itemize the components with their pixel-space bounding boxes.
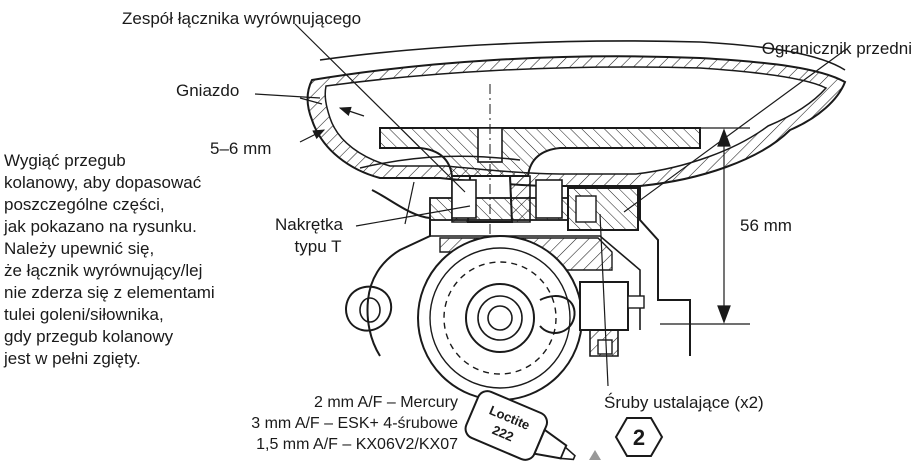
instruction-line: że łącznik wyrównujący/lej [4, 261, 203, 280]
hex-key-sizes: 2 mm A/F – Mercury 3 mm A/F – ESK+ 4-śru… [168, 392, 458, 455]
instruction-line: poszczególne części, [4, 195, 165, 214]
loctite-bottle-icon: Loctite 222 [464, 390, 576, 461]
front-stop-label: Ogranicznik przedni [761, 39, 912, 58]
instruction-line: jest w pełni zgięty. [4, 349, 141, 368]
cylinder-housing [579, 281, 645, 357]
instruction-line: tulei goleni/siłownika, [4, 305, 164, 324]
instruction-line: Należy upewnić się, [4, 239, 155, 258]
step-number: 2 [633, 425, 645, 450]
set-screws-label: Śruby ustalające (x2) [604, 393, 764, 412]
instruction-line: kolanowy, aby dopasować [4, 173, 202, 192]
height-label: 56 mm [740, 216, 792, 235]
t-nut-label: Nakrętka typu T [258, 214, 360, 258]
assembly-label: Zespół łącznika wyrównującego [122, 9, 362, 28]
hex-key-line: 2 mm A/F – Mercury [313, 394, 458, 411]
side-links [345, 285, 576, 334]
instruction-line: gdy przegub kolanowy [4, 327, 174, 346]
height-dimension [660, 127, 750, 325]
ratchet-wheel [417, 235, 583, 401]
socket-label: Gniazdo [176, 81, 240, 100]
instruction-line: jak pokazano na rysunku. [4, 217, 197, 236]
hex-key-line: 3 mm A/F – ESK+ 4-śrubowe [251, 415, 458, 432]
leader-lines [254, 23, 846, 387]
instruction-line: Wygiąć przegub [4, 151, 126, 170]
instruction-line: nie zderza się z elementami [4, 283, 215, 302]
instruction-text: Wygiąć przegub kolanowy, aby dopasować p… [4, 150, 264, 370]
drip-icon [589, 450, 601, 460]
t-nut-label-line2: typu T [294, 237, 342, 256]
hex-key-line: 1,5 mm A/F – KX06V2/KX07 [256, 436, 458, 453]
socket-shell [306, 40, 847, 187]
t-nut-label-line1: Nakrętka [274, 215, 344, 234]
thickness-label: 5–6 mm [210, 139, 272, 158]
step-badge: 2 [614, 417, 664, 457]
